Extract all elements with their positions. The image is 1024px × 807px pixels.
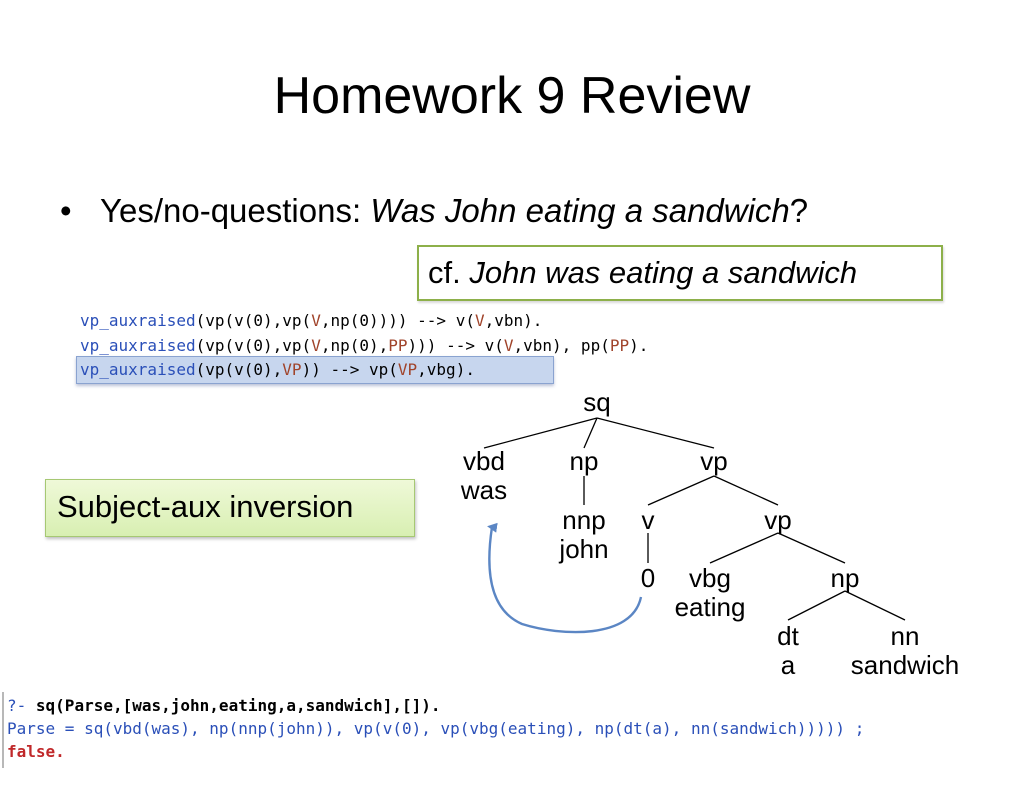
bullet-example: Was John eating a sandwich [370,192,790,229]
grammar-rule-3: vp_auxraised(vp(v(0),VP)) --> vp(VP,vbg)… [80,360,475,379]
cf-lead: cf. [428,255,470,290]
answer-line: Parse = sq(vbd(was), np(nnp(john)), vp(v… [7,719,865,738]
bullet-yes-no-questions: • Yes/no-questions: Was John eating a san… [60,192,808,230]
edge-sq-vp [596,417,715,449]
node-nnp: nnp [562,505,606,535]
query-goal: sq(Parse,[was,john,eating,a,sandwich],[]… [35,696,441,715]
node-vbg: vbg [689,563,731,593]
edge-vp-vp [713,475,779,506]
rule-highlight [76,356,554,384]
node-vbd: vbd [463,446,505,476]
panel-left-border [2,692,4,768]
node-vp: vp [700,446,728,476]
node-empty-zero: 0 [640,563,656,593]
node-np: np [569,446,599,476]
edge-vp-v [647,475,715,506]
node-nn: nn [890,621,920,651]
callout-subject-aux-inversion: Subject-aux inversion [45,479,415,537]
rule-functor: vp_auxraised [80,360,196,379]
node-vp-inner: vp [764,505,792,535]
node-np-inner: np [830,563,860,593]
grammar-rule-2: vp_auxraised(vp(v(0),vp(V,np(0),PP))) --… [80,336,649,355]
cf-example: John was eating a sandwich [469,255,858,290]
edge-vp-vbg [709,532,779,564]
node-word-eating: eating [674,592,746,622]
bullet-lead: Yes/no-questions: [100,192,371,229]
node-word-sandwich: sandwich [850,650,960,680]
prolog-query-panel: ?- sq(Parse,[was,john,eating,a,sandwich]… [0,692,1024,768]
node-word-a: a [780,650,796,680]
rule-functor: vp_auxraised [80,336,196,355]
movement-arrow-icon [487,522,643,634]
node-dt: dt [777,621,799,651]
edge-sq-vbd [483,417,598,449]
edge-np-dt [787,590,846,621]
edge-sq-np [583,417,598,449]
cf-box: cf. John was eating a sandwich [417,245,943,301]
slide-title: Homework 9 Review [273,67,751,125]
bullet-dot-icon: • [60,192,72,229]
grammar-rule-1: vp_auxraised(vp(v(0),vp(V,np(0)))) --> v… [80,311,543,330]
query-line: ?- sq(Parse,[was,john,eating,a,sandwich]… [7,696,441,715]
node-v: v [641,505,655,535]
rule-functor: vp_auxraised [80,311,196,330]
node-word-john: john [559,534,609,564]
bullet-tail: ? [789,192,809,229]
node-word-was: was [460,475,508,505]
edge-np-nn [844,590,906,621]
parse-tree-edges [483,417,906,634]
result-false: false. [7,742,65,761]
node-sq: sq [583,387,611,417]
edge-vp-np [777,532,846,564]
